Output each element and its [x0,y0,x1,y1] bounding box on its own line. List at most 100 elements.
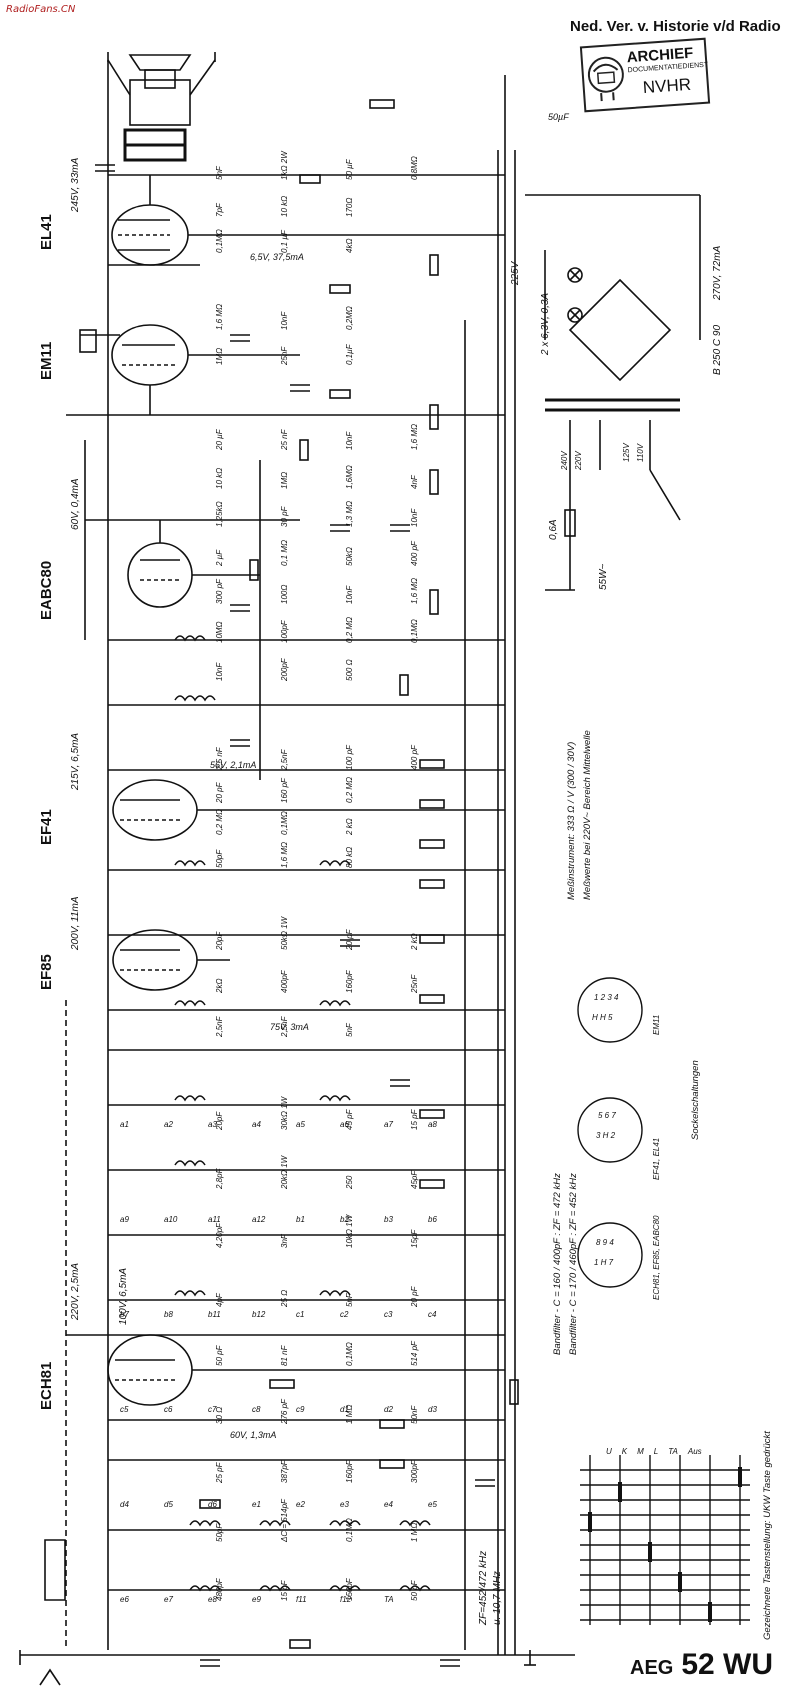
switch-contact-label: e5 [428,1500,437,1509]
label-mains-110: 110V [636,443,645,462]
svg-text:1 H 7: 1 H 7 [594,1258,614,1267]
archive-stamp: ARCHIEF DOCUMENTATIEDIENST NVHR [579,37,711,113]
component-value-eabc80: 200pF [280,658,289,682]
component-value-eabc80: 1MΩ [280,471,289,489]
label-heater: 2 x 6,3V, 0,3A [540,292,551,355]
switch-contact-label: e7 [164,1595,173,1604]
component-value-ech81: 250 [345,1175,354,1189]
archive-header: Ned. Ver. v. Historie v/d Radio [570,18,781,35]
switch-contact-label: a9 [120,1215,129,1224]
component-value-ef85: 20 pF [345,929,354,950]
component-value-em11: 0,2MΩ [345,306,354,330]
component-value-ef85: 2,5nF [215,1016,224,1037]
switch-contact-label: c1 [296,1310,305,1319]
switch-contact-label: e1 [252,1500,261,1509]
component-value-eabc80: 0,2 MΩ [345,616,354,643]
note-measure-1: Meßinstrument: 333 Ω / V (300 / 30V) [566,741,577,900]
switch-contact-label: b6 [428,1215,437,1224]
component-value-eabc80: 300 pF [215,579,224,605]
label-rectifier: B 250 C 90 [712,324,723,375]
component-value-ef85: 400pF [280,970,289,994]
switch-contact-label: f12 [340,1595,352,1604]
note-bandfilter-1: Bandfilter - C = 160 / 400pF : ZF = 472 … [552,1173,563,1355]
component-value-eabc80: 1,6 MΩ [410,423,419,450]
label-mains-240: 240V [560,451,569,470]
note-sockets-title: Sockelschaltungen [690,1060,701,1140]
label-fuse: 0,6A [548,519,559,540]
label-rect-supply: 270V, 72mA [712,245,723,300]
switch-key-l: L [653,1447,659,1456]
component-value-eabc80: 1,3 MΩ [345,501,354,528]
component-value-eabc80: 10nF [410,508,419,528]
component-value-eabc80: 30 pF [280,506,289,528]
tube-supply-ech81: 220V, 2,5mA [70,1262,81,1320]
switch-contact-label: d5 [164,1500,173,1509]
socket-label-ef41: EF41, EL41 [652,1137,661,1180]
socket-ef41-diagram [577,1097,643,1163]
component-value-eabc80: 0,1MΩ [410,618,419,643]
component-value-ef85: 2 kΩ [410,933,419,950]
component-value-ech81: 30kΩ 1W [280,1096,289,1130]
switch-key-ta: TA [668,1447,678,1456]
component-value-em11: 1,6 MΩ [215,303,224,330]
component-value-ech81: 45pF [410,1170,419,1189]
switch-contact-label: a11 [208,1215,221,1224]
component-value-ef41: 100 pF [345,745,354,770]
component-value-ech81: 5nF [345,1292,354,1307]
component-value-eabc80: 10nF [215,663,224,682]
switch-contact-label: a7 [384,1120,393,1129]
tube-supply-ef41: 215V, 6,5mA [70,732,81,790]
model-name: 52 WU [681,1648,774,1681]
component-value-ech81: ΔC = 514pF [280,1499,289,1543]
component-value-ech81: 20 pF [410,1286,419,1307]
component-value-el41: 170Ω [345,197,354,217]
switch-contact-label: TA [384,1595,394,1604]
component-value-eabc80: 10nF [345,586,354,605]
switch-contact-label: d2 [384,1405,393,1414]
component-value-el41: 0,1 µF [280,230,289,254]
component-value-ech81: 25 pF [215,1462,224,1484]
switch-contact-label: b11 [208,1310,221,1319]
component-value-eabc80: 500 Ω [345,659,354,682]
switch-contact-label: c2 [340,1310,349,1319]
note-bandfilter-2: Bandfilter - C = 170 / 460pF : ZF = 452 … [568,1173,579,1355]
component-value-ech81: 0,1MΩ [345,1518,354,1543]
switch-contact-label: a3 [208,1120,217,1129]
switch-contact-label: b7 [120,1310,129,1319]
component-value-eabc80: 1,6MΩ [345,464,354,489]
component-value-ef85: 20pF [215,931,224,950]
component-value-ech81: 4,20pF [215,1222,224,1248]
component-value-ech81: 300pF [410,1460,419,1484]
tube-label-eabc80: EABC80 [38,560,55,620]
component-value-ech81: 50 pF [410,1580,419,1602]
switch-key-m: M [637,1447,644,1456]
switch-contact-label: b8 [164,1310,173,1319]
component-value-ef85: 160pF [345,970,354,994]
component-value-ef41: 20 pF [215,782,224,803]
socket-label-ech81: ECH81, EF85, EABC80 [652,1215,661,1300]
component-value-ech81: 160pF [345,1460,354,1484]
switch-contact-label: e4 [384,1500,393,1509]
component-value-em11: 25nF [280,346,289,365]
component-value-ef85: 2,5nF [280,1016,289,1037]
watermark: RadioFans.CN [6,4,76,15]
component-value-eabc80: 400 pF [410,540,419,566]
component-value-ech81: 25 Ω [280,1289,289,1307]
tube-label-ef85: EF85 [38,954,55,990]
socket-label-em11: EM11 [652,1014,661,1035]
component-value-eabc80: 10nF [345,431,354,450]
tube-supply-el41: 245V, 33mA [70,157,81,212]
switch-contact-label: a5 [296,1120,305,1129]
component-value-ech81: 50nF [410,1406,419,1425]
component-value-el41: 50 µF [345,159,354,180]
label-el41-screen: 6,5V, 37,5mA [250,252,304,262]
component-value-ech81: 276 pF [280,1399,289,1425]
switch-contact-label: a2 [164,1120,173,1129]
component-value-eabc80: 1,6 MΩ [410,578,419,605]
component-value-eabc80: 100pF [280,620,289,643]
component-value-el41: 5nF [215,166,224,180]
switch-key-row: U K M L TA Aus [606,1447,756,1456]
switch-contact-label: c5 [120,1405,129,1414]
